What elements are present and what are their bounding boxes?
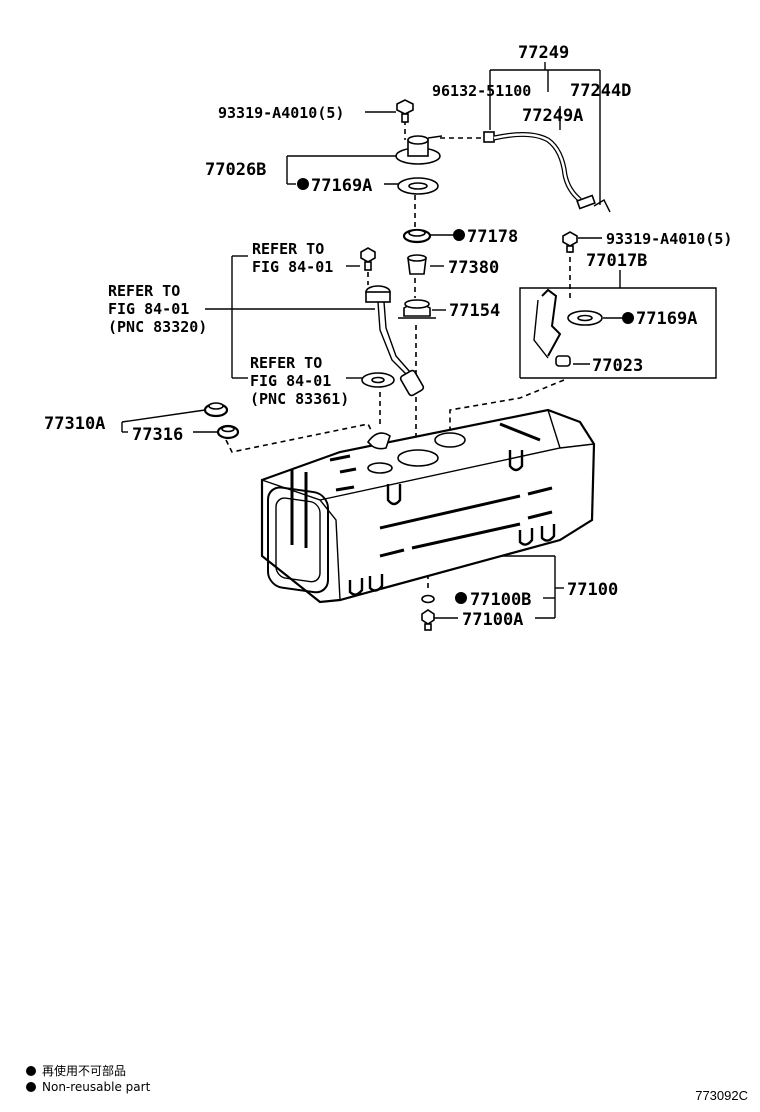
label-77316: 77316 bbox=[132, 425, 183, 445]
refer-3-line-2: FIG 84-01 bbox=[250, 372, 331, 390]
label-77017b: 77017B bbox=[586, 251, 647, 271]
label-77026b: 77026B bbox=[205, 160, 266, 180]
label-93319-right: 93319-A4010(5) bbox=[606, 230, 732, 248]
refer-3-line-3: (PNC 83361) bbox=[250, 390, 349, 408]
fuel-pump-icon bbox=[365, 285, 425, 397]
fuel-sender-icon bbox=[533, 288, 603, 367]
bolt-icon bbox=[396, 99, 414, 123]
label-77249: 77249 bbox=[518, 43, 569, 63]
label-77100a: 77100A bbox=[462, 610, 523, 630]
refer-2-line-1: REFER TO bbox=[108, 282, 180, 300]
bullet-icon bbox=[297, 178, 309, 190]
refer-2-line-2: FIG 84-01 bbox=[108, 300, 189, 318]
label-77249a: 77249A bbox=[522, 106, 583, 126]
bullet-icon bbox=[622, 312, 634, 324]
legend-text-cn: 再使用不可部品 bbox=[42, 1064, 127, 1078]
label-77100: 77100 bbox=[567, 580, 618, 600]
label-77169a-right: 77169A bbox=[636, 309, 697, 329]
gasket-icon bbox=[397, 177, 439, 195]
drain-plug-icon bbox=[421, 594, 435, 631]
label-96132-51100: 96132-51100 bbox=[432, 82, 531, 100]
bullet-icon bbox=[453, 229, 465, 241]
cap-icon bbox=[203, 402, 240, 440]
refer-3-line-1: REFER TO bbox=[250, 354, 322, 372]
gasket-icon bbox=[361, 372, 395, 388]
label-77154: 77154 bbox=[449, 301, 500, 321]
refer-1-line-1: REFER TO bbox=[252, 240, 324, 258]
label-77169a-top: 77169A bbox=[311, 176, 372, 196]
non-reusable-markers bbox=[297, 178, 634, 604]
gauge-plate-icon bbox=[395, 135, 443, 165]
label-77178: 77178 bbox=[467, 227, 518, 247]
label-77023: 77023 bbox=[592, 356, 643, 376]
figure-code: 773092C bbox=[695, 1088, 748, 1103]
bolt-icon bbox=[360, 247, 376, 271]
label-93319-top: 93319-A4010(5) bbox=[218, 104, 344, 122]
tube-icon bbox=[407, 254, 427, 275]
refer-2-line-3: (PNC 83320) bbox=[108, 318, 207, 336]
filler-neck-icon bbox=[398, 299, 436, 319]
bullet-icon bbox=[455, 592, 467, 604]
parts-graphics bbox=[203, 99, 611, 631]
vent-hose-icon bbox=[483, 131, 611, 213]
label-77310a: 77310A bbox=[44, 414, 105, 434]
fuel-tank-icon bbox=[260, 408, 596, 604]
legend-line-cn: 再使用不可部品 bbox=[26, 1062, 126, 1079]
grommet-icon bbox=[402, 228, 432, 244]
bullet-icon bbox=[26, 1066, 36, 1076]
part-labels: 77249 96132-51100 77244D 77249A 93319-A4… bbox=[44, 43, 732, 630]
label-77100b: 77100B bbox=[470, 590, 531, 610]
label-77244d: 77244D bbox=[570, 81, 631, 101]
legend-line-en: Non-reusable part bbox=[26, 1080, 150, 1094]
label-77380: 77380 bbox=[448, 258, 499, 278]
leader-lines bbox=[121, 62, 717, 619]
bullet-icon bbox=[26, 1082, 36, 1092]
legend-text-en: Non-reusable part bbox=[42, 1080, 151, 1094]
refer-1-line-2: FIG 84-01 bbox=[252, 258, 333, 276]
bolt-icon bbox=[562, 231, 578, 253]
